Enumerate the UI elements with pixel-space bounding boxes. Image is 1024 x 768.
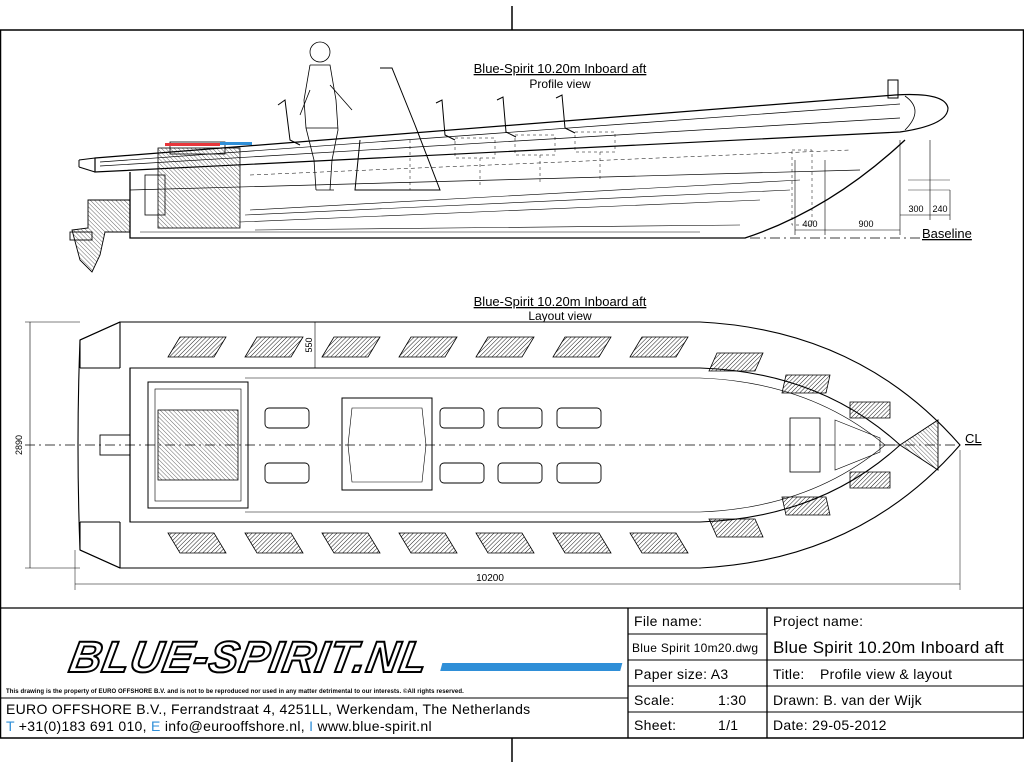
- layout-title: Blue-Spirit 10.20m Inboard aft: [474, 294, 647, 309]
- file-name: Blue Spirit 10m20.dwg: [632, 641, 759, 655]
- layout-view: [25, 321, 961, 590]
- person-figure: [299, 41, 353, 191]
- title-label: Title:: [773, 666, 805, 682]
- nonskid-pad: [708, 518, 764, 538]
- seat: [439, 462, 485, 484]
- dim-400: 400: [802, 219, 817, 229]
- cl-label: CL: [965, 431, 982, 446]
- engine: [144, 141, 241, 229]
- seat: [556, 407, 602, 429]
- scale-value: 1:30: [718, 692, 747, 708]
- profile-view: [69, 41, 951, 273]
- nonskid-pad: [629, 336, 689, 358]
- title-value: Profile view & layout: [820, 666, 953, 682]
- dim-240: 240: [932, 204, 947, 214]
- nonskid-pads: [167, 336, 891, 554]
- nonskid-pad: [167, 532, 227, 554]
- seat: [264, 407, 310, 429]
- nonskid-pad: [475, 532, 535, 554]
- contact-line: T +31(0)183 691 010, E info@eurooffshore…: [6, 718, 432, 734]
- contact-web: www.blue-spirit.nl: [313, 718, 432, 734]
- profile-subtitle: Profile view: [529, 77, 591, 91]
- seat: [264, 462, 310, 484]
- nonskid-pad: [849, 401, 891, 419]
- scale-label: Scale:: [634, 692, 675, 708]
- paper-size: Paper size: A3: [634, 666, 729, 682]
- profile-hull: [129, 139, 906, 239]
- project-name: Blue Spirit 10.20m Inboard aft: [773, 638, 1004, 657]
- nonskid-pad: [552, 532, 612, 554]
- nonskid-pad: [475, 336, 535, 358]
- drawn-by: Drawn: B. van der Wijk: [773, 692, 922, 708]
- project-name-label: Project name:: [773, 613, 864, 629]
- dim-900: 900: [858, 219, 873, 229]
- seat: [497, 462, 543, 484]
- nonskid-pad: [552, 336, 612, 358]
- jockey-seats: [277, 94, 813, 226]
- nonskid-pad: [321, 532, 381, 554]
- company-address: EURO OFFSHORE B.V., Ferrandstraat 4, 425…: [6, 701, 531, 717]
- console: [354, 67, 441, 191]
- nonskid-pad: [167, 336, 227, 358]
- drawing-date: Date: 29-05-2012: [773, 717, 887, 733]
- profile-title: Blue-Spirit 10.20m Inboard aft: [474, 61, 647, 76]
- nonskid-pad: [629, 532, 689, 554]
- title-block: [0, 607, 1024, 738]
- contact-phone: +31(0)183 691 010,: [14, 718, 151, 734]
- seat: [439, 407, 485, 429]
- baseline-label: Baseline: [922, 226, 972, 241]
- layout-labels: Blue-Spirit 10.20m Inboard aft Layout vi…: [14, 294, 982, 584]
- dim-2890: 2890: [14, 435, 24, 455]
- logo-text: BLUE-SPIRIT.NL: [66, 633, 432, 682]
- sheet-value: 1/1: [718, 717, 739, 733]
- nonskid-pad: [781, 496, 831, 516]
- blue-spirit-logo: BLUE-SPIRIT.NL: [65, 632, 623, 683]
- dim-10200: 10200: [476, 573, 504, 584]
- profile-labels: Blue-Spirit 10.20m Inboard aft Profile v…: [474, 61, 972, 241]
- nonskid-pad: [244, 336, 304, 358]
- tube-outline: [77, 321, 961, 569]
- copyright-notice: This drawing is the property of EURO OFF…: [6, 689, 464, 695]
- nonskid-pad: [398, 336, 458, 358]
- nonskid-pad: [398, 532, 458, 554]
- dim-300: 300: [908, 204, 923, 214]
- file-name-label: File name:: [634, 613, 703, 629]
- layout-console: [341, 397, 433, 491]
- nonskid-pad: [781, 374, 831, 394]
- contact-e-label: E: [151, 718, 161, 734]
- profile-tube: [94, 93, 949, 173]
- nonskid-pad: [321, 336, 381, 358]
- contact-i-label: I: [309, 718, 314, 734]
- dim-550: 550: [304, 337, 314, 352]
- contact-email: info@eurooffshore.nl,: [160, 718, 310, 734]
- layout-subtitle: Layout view: [528, 309, 592, 323]
- nonskid-pad: [244, 532, 304, 554]
- profile-dimensions: [794, 140, 951, 235]
- outdrive: [69, 199, 131, 273]
- seat: [556, 462, 602, 484]
- sheet-label: Sheet:: [634, 717, 677, 733]
- nonskid-pad: [849, 471, 891, 489]
- seats: [264, 407, 602, 484]
- contact-t-label: T: [6, 718, 15, 734]
- nonskid-pad: [708, 352, 764, 372]
- seat: [497, 407, 543, 429]
